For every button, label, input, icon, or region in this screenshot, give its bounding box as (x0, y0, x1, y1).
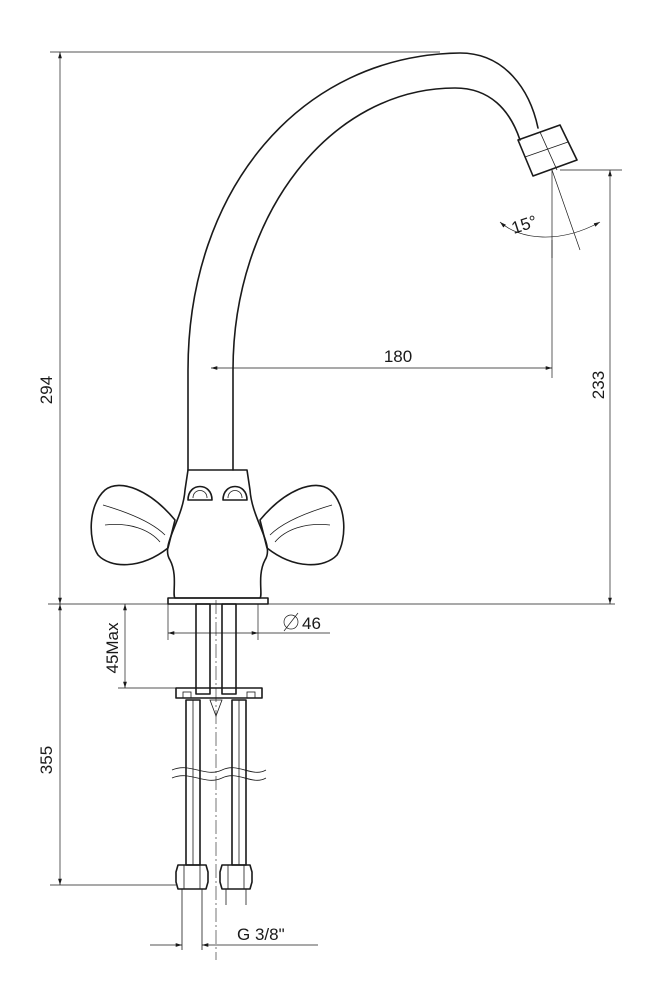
hex-nut-left (175, 864, 209, 890)
base-diameter-value: 46 (302, 614, 321, 633)
base-flange (167, 597, 269, 605)
reach-value: 180 (384, 347, 412, 366)
spout-angle-value: 15° (509, 212, 539, 238)
left-handle (90, 484, 176, 566)
mounting-assembly (171, 603, 267, 950)
dimension-base-diameter: 46 (167, 604, 330, 640)
connection-thread-value: G 3/8" (237, 925, 285, 944)
dimension-total-height: 294 (37, 51, 440, 604)
dimension-spout-angle: 15° (499, 169, 601, 258)
spout-inner-edge (232, 87, 521, 471)
hex-nut-right (219, 864, 253, 890)
dimension-reach: 180 (211, 240, 553, 378)
dimension-counter-thickness: 45Max (103, 604, 190, 689)
right-handle (259, 484, 345, 566)
mounting-bracket (175, 687, 263, 699)
dimension-connection-thread: G 3/8" (150, 925, 318, 947)
dimension-outlet-height: 233 (560, 169, 622, 604)
total-height-value: 294 (37, 376, 56, 404)
outlet-height-value: 233 (589, 371, 608, 399)
counter-thickness-value: 45Max (103, 622, 122, 674)
aerator (517, 124, 578, 177)
spout-outer-edge (187, 52, 539, 471)
diameter-icon (283, 612, 299, 632)
mixer-body (166, 469, 269, 599)
faucet-outline (90, 52, 578, 605)
hose-length-value: 355 (37, 746, 56, 774)
dimension-hose-length: 355 (37, 604, 176, 886)
